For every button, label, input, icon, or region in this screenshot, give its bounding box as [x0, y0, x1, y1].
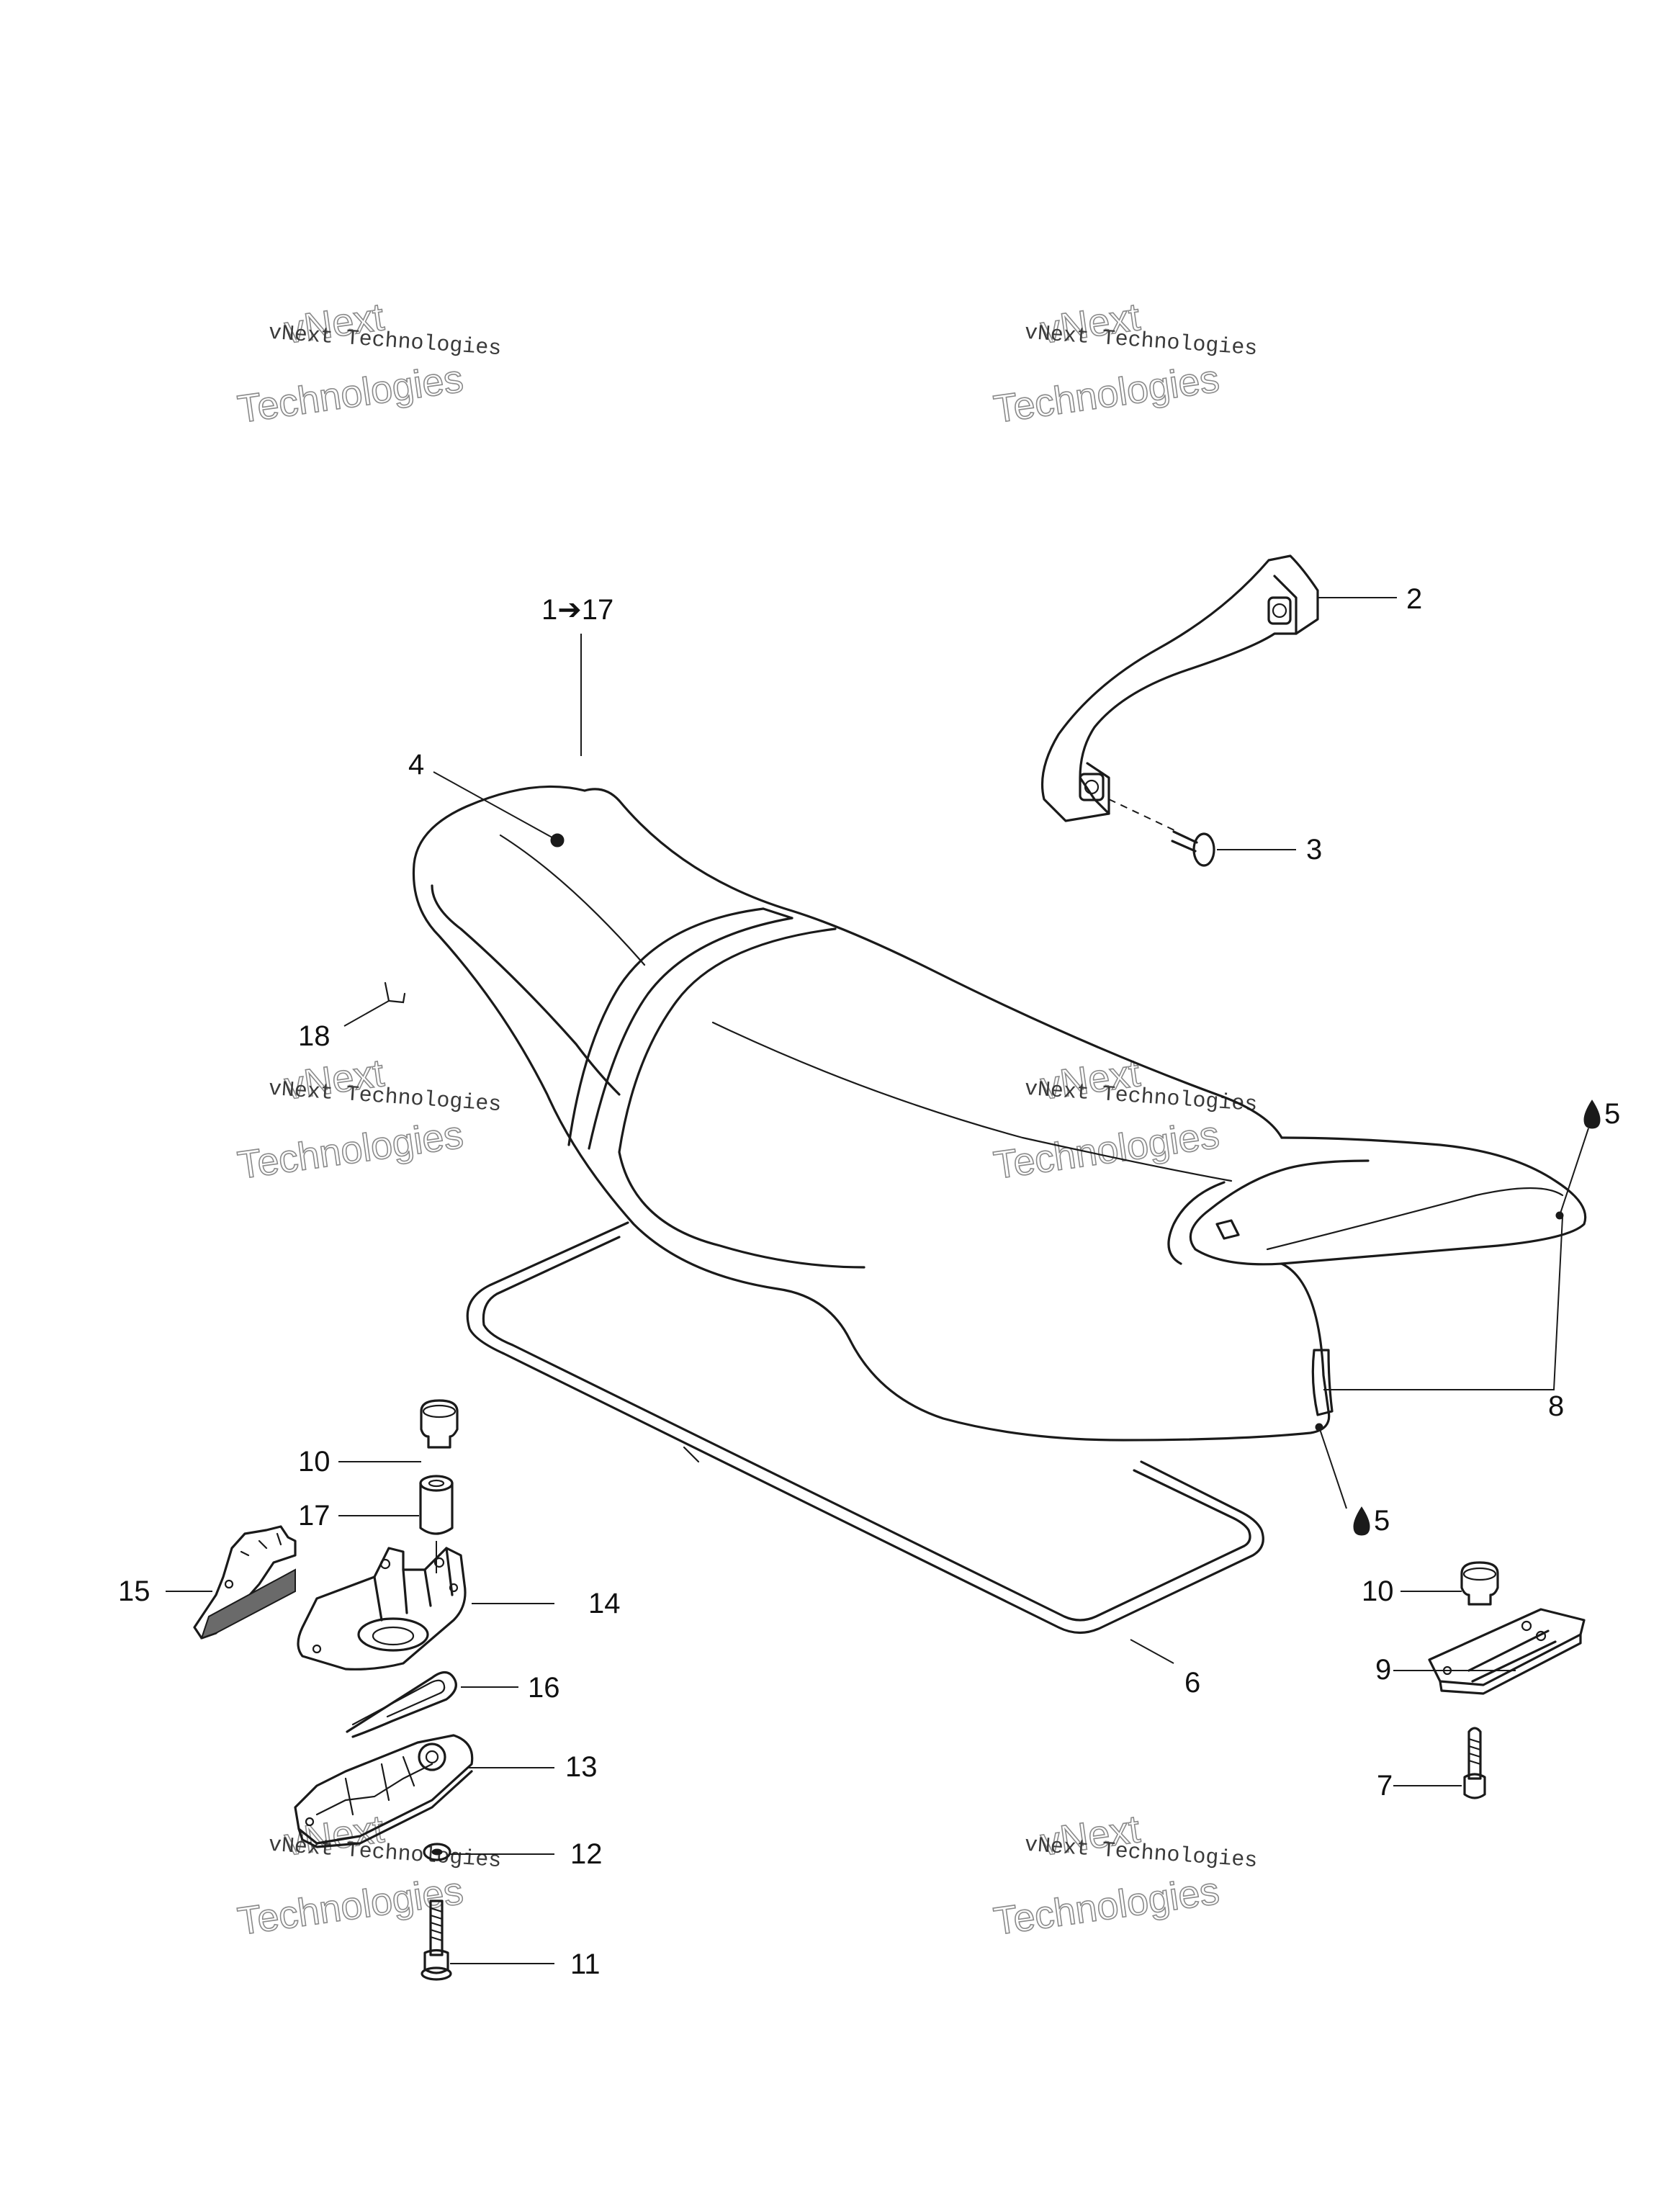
clip-18: [384, 981, 406, 1004]
callout-8: 8: [1548, 1390, 1564, 1422]
adhesive-drop-icon: [1353, 1506, 1370, 1536]
watermark-top-right: vNext Technologies: [991, 295, 1223, 431]
latch-lever-15: [193, 1525, 297, 1640]
washer-12: [423, 1843, 451, 1861]
watermark-bottom-right: vNext Technologies: [991, 1807, 1223, 1943]
callout-12: 12: [570, 1838, 603, 1870]
callout-3: 3: [1306, 834, 1322, 866]
callout-4: 4: [408, 749, 424, 781]
latch-base-14: [297, 1547, 467, 1671]
grab-handle: [1040, 554, 1319, 822]
seat-frame: [466, 1221, 1264, 1635]
seat-cushion: [412, 785, 1587, 1442]
callout-5-top: 5: [1583, 1098, 1620, 1130]
spacer-17: [419, 1475, 454, 1535]
callout-13: 13: [565, 1751, 598, 1783]
latch-housing-13: [294, 1734, 474, 1848]
callout-6: 6: [1184, 1667, 1200, 1699]
leader-18: [343, 1000, 390, 1027]
leader-5-top: [1559, 1128, 1589, 1216]
watermark-top-left: vNext Technologies: [235, 295, 467, 431]
callout-1-17: 1➔17: [541, 594, 613, 626]
callout-7: 7: [1377, 1770, 1393, 1802]
watermark-mid-left: vNext Technologies: [235, 1051, 467, 1187]
callout-16: 16: [528, 1672, 560, 1704]
watermark-text: Technologies: [235, 1113, 466, 1187]
leader-lines: [166, 597, 1589, 1964]
callout-17: 17: [298, 1500, 331, 1532]
callout-10-left: 10: [298, 1446, 331, 1478]
callout-18: 18: [298, 1020, 331, 1052]
watermark-text: Technologies: [991, 1869, 1222, 1943]
callout-10-right: 10: [1362, 1575, 1394, 1607]
callout-labels: 1➔17 2 3 4 5 5 6 7 8 9 10 10 11 12 13 14…: [118, 583, 1620, 1980]
callout-14: 14: [588, 1588, 621, 1619]
callout-9: 9: [1375, 1654, 1391, 1686]
striker-plate-9: [1428, 1608, 1586, 1695]
leader-4: [433, 771, 558, 841]
bolt-11: [421, 1899, 452, 1981]
leader-6: [1130, 1639, 1174, 1664]
callout-2: 2: [1406, 583, 1422, 615]
watermark-text: Technologies: [991, 357, 1222, 431]
callout-5-bottom: 5: [1353, 1505, 1390, 1537]
spring-16: [346, 1671, 457, 1738]
screw-7: [1463, 1727, 1486, 1799]
callout-5: 5: [1374, 1505, 1390, 1537]
watermark-mid-right: vNext Technologies: [991, 1051, 1223, 1187]
adhesive-drop-icon: [1583, 1100, 1601, 1129]
callout-5: 5: [1604, 1098, 1620, 1130]
leader-8: [1323, 1216, 1563, 1390]
callout-15: 15: [118, 1575, 150, 1607]
callout-11: 11: [570, 1948, 601, 1980]
screw-3: [1108, 799, 1215, 867]
watermark-text: Technologies: [991, 1113, 1222, 1187]
leader-5-bottom: [1318, 1426, 1347, 1509]
bumper-10-right: [1460, 1561, 1499, 1606]
watermark-text: Technologies: [235, 357, 466, 431]
bumper-10-left: [420, 1399, 459, 1449]
